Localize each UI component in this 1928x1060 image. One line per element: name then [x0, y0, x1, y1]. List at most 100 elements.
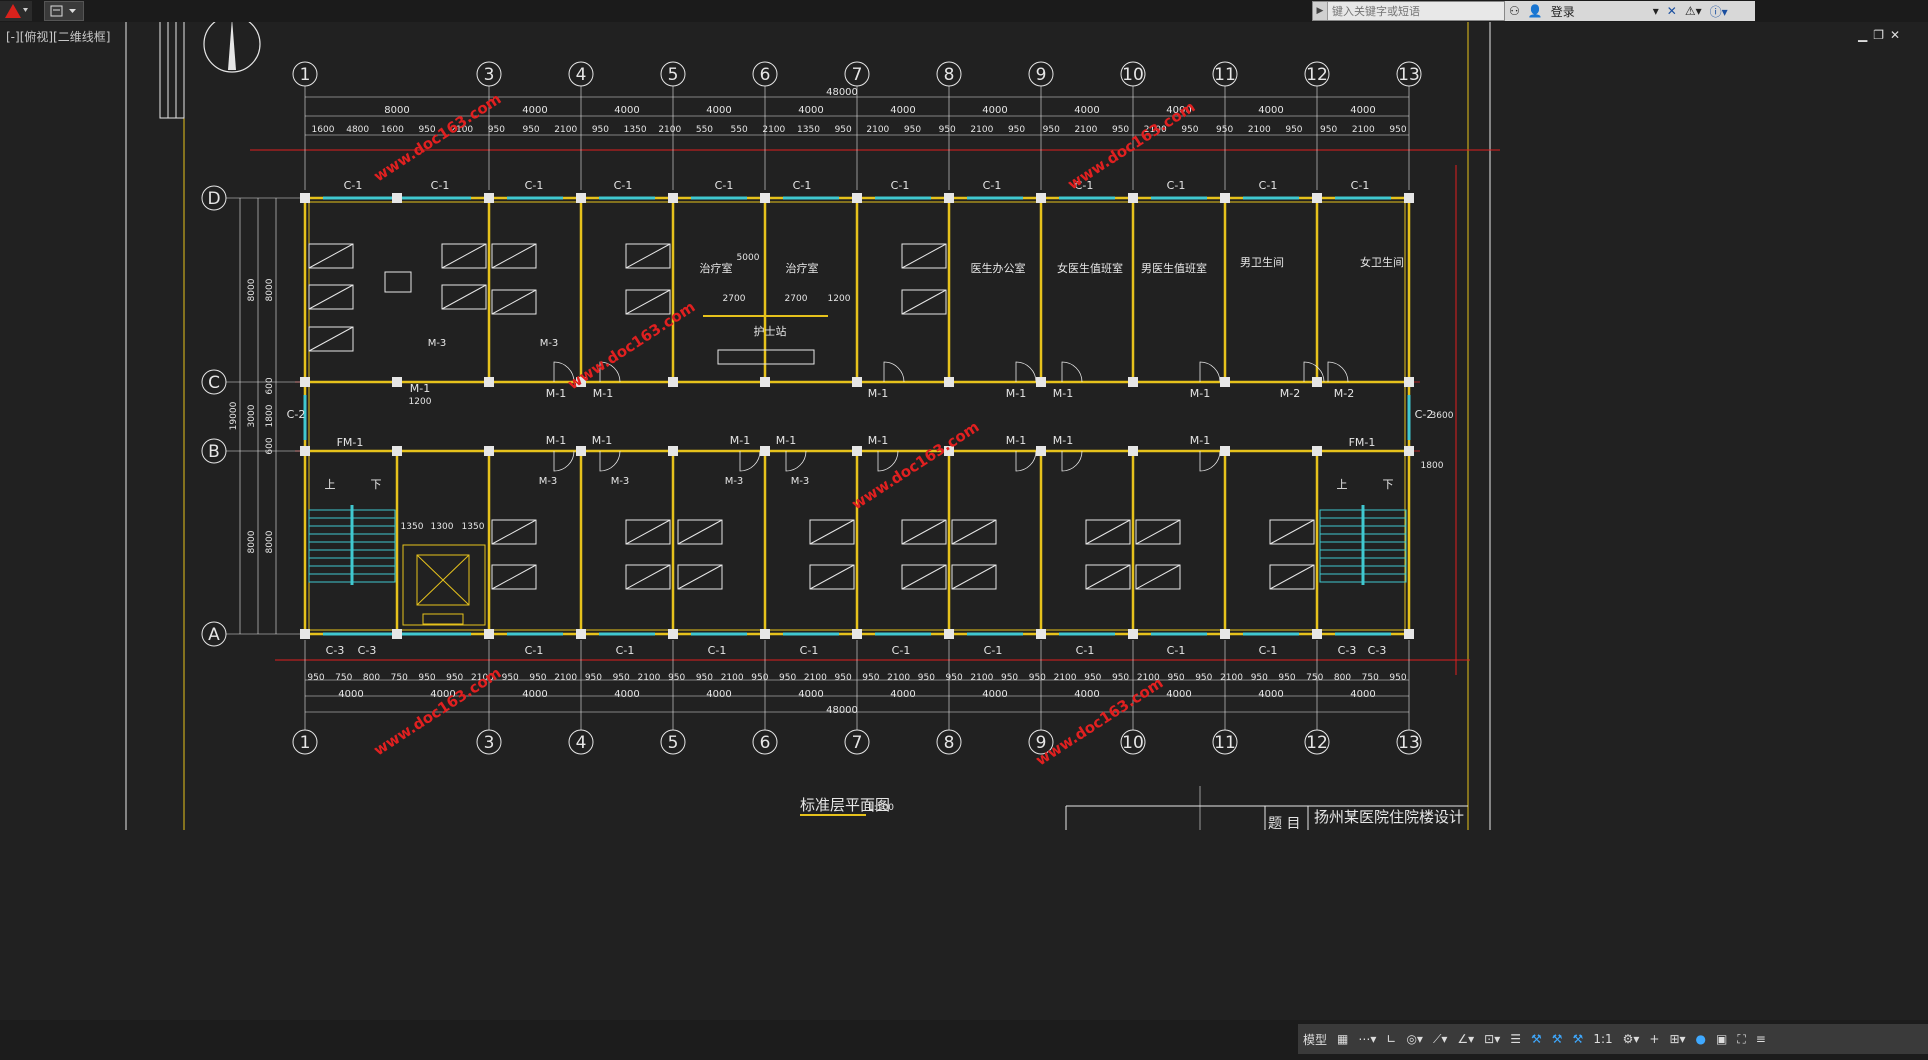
elevator-door — [422, 613, 464, 625]
close-icon[interactable]: ✕ — [1890, 28, 1901, 42]
fullscreen-icon[interactable]: ⛶ — [1737, 1031, 1746, 1046]
room-label: 治疗室 — [786, 261, 819, 275]
quick-access-menu-icon[interactable] — [44, 1, 84, 21]
dimension-detail-bottom: 950 — [918, 673, 935, 683]
dimension-detail-bottom: 950 — [446, 673, 463, 683]
binoculars-icon[interactable]: ⚇ — [1509, 4, 1520, 18]
autoscale-icon[interactable]: ⚒ — [1551, 1032, 1563, 1046]
isolate-icon[interactable]: ● — [1695, 1032, 1707, 1046]
column — [1220, 446, 1230, 456]
workspace-gear-icon[interactable]: ⚙▾ — [1622, 1032, 1640, 1046]
dynucs-icon[interactable]: ⊡▾ — [1484, 1032, 1501, 1046]
bed — [491, 289, 537, 315]
dimension-bay-top: 4000 — [1166, 105, 1191, 116]
window-label-side: C-2 — [1415, 408, 1434, 421]
dimension-detail-top: 4800 — [346, 125, 369, 135]
column — [392, 629, 402, 639]
dimension-detail-top: 2100 — [658, 125, 681, 135]
door-label: M-1 — [1006, 434, 1026, 447]
ortho-icon[interactable]: ∟ — [1386, 1032, 1397, 1046]
snap-icon[interactable]: ⋯▾ — [1358, 1032, 1377, 1046]
plan-title-scale: 1:100 — [868, 803, 894, 813]
dimension-detail-bottom: 950 — [835, 673, 852, 683]
plus-icon[interactable]: + — [1649, 1032, 1660, 1046]
bed — [625, 289, 671, 315]
stay-connected-icon[interactable]: ⚠▾ — [1684, 4, 1702, 18]
exchange-icon[interactable]: ✕ — [1666, 4, 1677, 18]
restore-icon[interactable]: ❐ — [1873, 28, 1884, 42]
annotation-visibility-icon[interactable]: ⚒ — [1531, 1032, 1542, 1046]
axis-bubble-left: B — [208, 442, 220, 462]
dimension-detail-top: 550 — [696, 125, 713, 135]
bed — [491, 243, 537, 269]
dimension-bay-top: 4000 — [1074, 105, 1099, 116]
room-label: 女卫生间 — [1360, 255, 1404, 269]
dimension-bay-bottom: 4000 — [982, 689, 1007, 700]
window-label-bottom: C-1 — [525, 644, 544, 657]
otrack-icon[interactable]: ∠▾ — [1457, 1032, 1475, 1046]
bed — [308, 243, 354, 269]
plan-title: 标准层平面图 — [800, 796, 890, 814]
hardware-accel-icon[interactable]: ▣ — [1716, 1032, 1728, 1046]
window-label-top: C-1 — [1259, 179, 1278, 192]
axis-bubble-top: 7 — [852, 65, 863, 85]
bed — [625, 519, 671, 545]
dimension-detail-bottom: 2100 — [1137, 673, 1160, 683]
dimension-detail-bottom: 950 — [862, 673, 879, 683]
customize-icon[interactable]: ≡ — [1755, 1032, 1766, 1046]
dimension-misc: 1200 — [409, 397, 432, 407]
bed — [677, 519, 723, 545]
search-box[interactable]: ▶ — [1312, 1, 1505, 21]
polar-icon[interactable]: ◎▾ — [1406, 1032, 1423, 1046]
dimension-detail-bottom: 750 — [1362, 673, 1379, 683]
room-label: 女医生值班室 — [1057, 261, 1123, 275]
annotation-scale-value[interactable]: 1:1 — [1593, 1032, 1613, 1046]
elevator-x — [416, 554, 470, 606]
watermark: www.doc163.com — [1032, 674, 1166, 770]
bed — [951, 519, 997, 545]
column — [1220, 629, 1230, 639]
dimension-detail-bottom: 950 — [1251, 673, 1268, 683]
window-label-bottom: C-1 — [1076, 644, 1095, 657]
axis-bubble-top: 11 — [1214, 65, 1236, 85]
column — [576, 446, 586, 456]
bed-line — [809, 519, 855, 545]
column — [1128, 193, 1138, 203]
dimension-detail-top: 2100 — [1074, 125, 1097, 135]
axis-bubble-top: 12 — [1306, 65, 1328, 85]
minimize-icon[interactable]: ▁ — [1858, 28, 1868, 42]
units-icon[interactable]: ⊞▾ — [1669, 1032, 1686, 1046]
annotation-scale-icon[interactable]: ⚒ — [1572, 1032, 1584, 1046]
window-label-top: C-1 — [983, 179, 1002, 192]
bed-line — [809, 564, 855, 590]
nurse-counter — [717, 349, 815, 365]
model-tab[interactable]: 模型 — [1303, 1032, 1328, 1047]
dimension-detail-top: 1600 — [381, 125, 404, 135]
osnap-icon[interactable]: ⟋▾ — [1432, 1031, 1448, 1046]
column — [852, 446, 862, 456]
dimension-bay-bottom: 4000 — [890, 689, 915, 700]
viewport-controls-label[interactable]: [-][俯视][二维线框] — [6, 30, 111, 44]
door-label: M-1 — [592, 434, 612, 447]
column — [760, 377, 770, 387]
window-label-bottom: C-3 — [1368, 644, 1387, 657]
column — [300, 446, 310, 456]
dimension-bay-bottom: 4000 — [614, 689, 639, 700]
search-input[interactable] — [1328, 2, 1486, 20]
lineweight-icon[interactable]: ☰ — [1510, 1032, 1522, 1046]
dimension-detail-top: 950 — [1389, 125, 1406, 135]
chevron-down-icon[interactable]: ▾ — [1652, 4, 1659, 18]
grid-icon[interactable]: ▦ — [1337, 1032, 1349, 1046]
door-swing — [1327, 361, 1349, 383]
help-icon[interactable]: ⓘ▾ — [1709, 4, 1728, 19]
column — [852, 629, 862, 639]
search-expand-icon[interactable]: ▶ — [1313, 2, 1328, 20]
column — [760, 446, 770, 456]
login-button[interactable]: 登录 — [1550, 4, 1575, 19]
axis-bubble-top: 3 — [484, 65, 495, 85]
door-label: FM-1 — [1349, 436, 1376, 449]
door-swing — [1199, 450, 1221, 472]
app-logo-icon[interactable] — [0, 1, 32, 21]
